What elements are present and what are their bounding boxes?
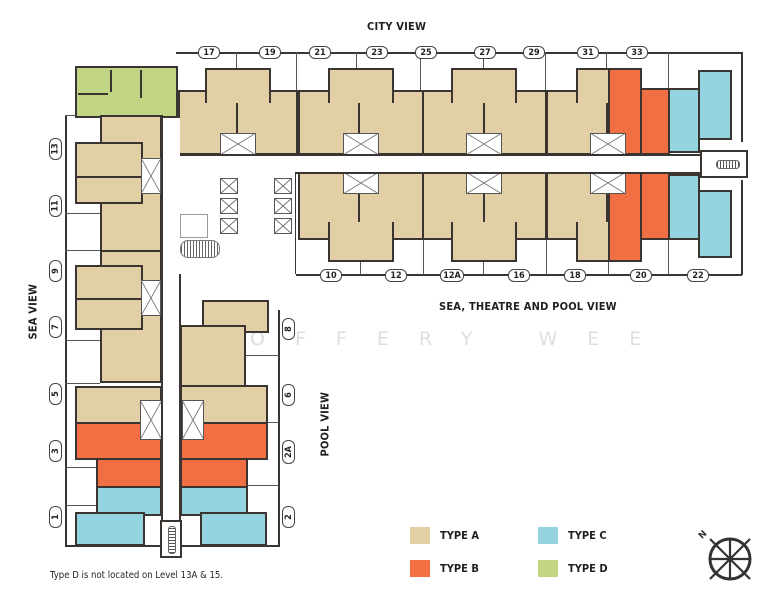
footnote: Type D is not located on Level 13A & 15. — [50, 570, 224, 581]
unit-number-label: 2 — [282, 506, 295, 528]
compass-north-label: N — [697, 529, 709, 541]
swatch-type-d — [538, 560, 558, 577]
lift-shaft — [466, 172, 502, 194]
lift-core — [176, 172, 296, 274]
legend-item-type-b: TYPE B — [410, 560, 479, 577]
unit-1-type-c — [96, 486, 162, 516]
legend-item-type-a: TYPE A — [410, 527, 479, 544]
unit-22-type-c — [668, 174, 700, 240]
unit-number-label: 3 — [49, 440, 62, 462]
unit-number-label: 21 — [309, 46, 331, 59]
unit-number-label: 23 — [366, 46, 388, 59]
lift-shaft — [343, 172, 379, 194]
unit-number-label: 9 — [49, 260, 62, 282]
view-label-pool: POOL VIEW — [318, 391, 332, 457]
legend-label: TYPE A — [440, 529, 480, 542]
lift-shaft — [182, 400, 204, 440]
view-label-sea: SEA VIEW — [26, 283, 40, 340]
unit-number-label: 33 — [626, 46, 648, 59]
unit-number-label: 12A — [440, 269, 464, 282]
compass-icon: N — [696, 526, 762, 586]
lift-shaft — [466, 133, 502, 155]
unit-type-d — [75, 66, 178, 118]
legend-label: TYPE D — [568, 562, 608, 575]
unit-number-label: 5 — [49, 383, 62, 405]
boundary-line — [741, 52, 743, 142]
boundary-line — [65, 115, 67, 545]
view-label-city: CITY VIEW — [367, 20, 427, 33]
lift-shaft — [141, 158, 161, 194]
unit-number-label: 18 — [564, 269, 586, 282]
legend-label: TYPE B — [440, 562, 479, 575]
watermark: OFFERY WEE — [250, 328, 672, 350]
unit-number-label: 17 — [198, 46, 220, 59]
unit-number-label: 12 — [385, 269, 407, 282]
lift-shaft — [590, 172, 626, 194]
unit-number-label: 19 — [259, 46, 281, 59]
legend-label: TYPE C — [568, 529, 607, 542]
lift-shaft — [140, 400, 162, 440]
unit-number-label: 29 — [523, 46, 545, 59]
legend-item-type-c: TYPE C — [538, 527, 607, 544]
unit-number-label: 11 — [49, 195, 62, 217]
unit-number-label: 6 — [282, 384, 295, 406]
stair-south — [160, 520, 182, 558]
boundary-line — [176, 52, 742, 54]
unit-number-label: 2A — [282, 440, 295, 464]
unit-33-type-c — [668, 88, 700, 153]
corridor-main — [176, 155, 706, 172]
unit-number-label: 7 — [49, 316, 62, 338]
swatch-type-c — [538, 527, 558, 544]
lift-shaft — [220, 133, 256, 155]
legend-item-type-d: TYPE D — [538, 560, 608, 577]
unit-number-label: 31 — [577, 46, 599, 59]
unit-11-type-a — [75, 142, 143, 204]
swatch-type-b — [410, 560, 430, 577]
boundary-line — [741, 180, 743, 275]
boundary-line — [278, 310, 280, 545]
view-label-sea-theatre-pool: SEA, THEATRE AND POOL VIEW — [439, 300, 617, 313]
unit-number-label: 8 — [282, 318, 295, 340]
unit-number-label: 25 — [415, 46, 437, 59]
unit-number-label: 1 — [49, 506, 62, 528]
unit-number-label: 22 — [687, 269, 709, 282]
lift-shaft — [590, 133, 626, 155]
unit-number-label: 10 — [320, 269, 342, 282]
lift-shaft — [141, 280, 161, 316]
unit-number-label: 20 — [630, 269, 652, 282]
unit-number-label: 16 — [508, 269, 530, 282]
unit-number-label: 13 — [49, 138, 62, 160]
unit-number-label: 27 — [474, 46, 496, 59]
corridor-left-wing — [162, 118, 180, 548]
swatch-type-a — [410, 527, 430, 544]
stair-east — [700, 150, 748, 178]
lift-shaft — [343, 133, 379, 155]
